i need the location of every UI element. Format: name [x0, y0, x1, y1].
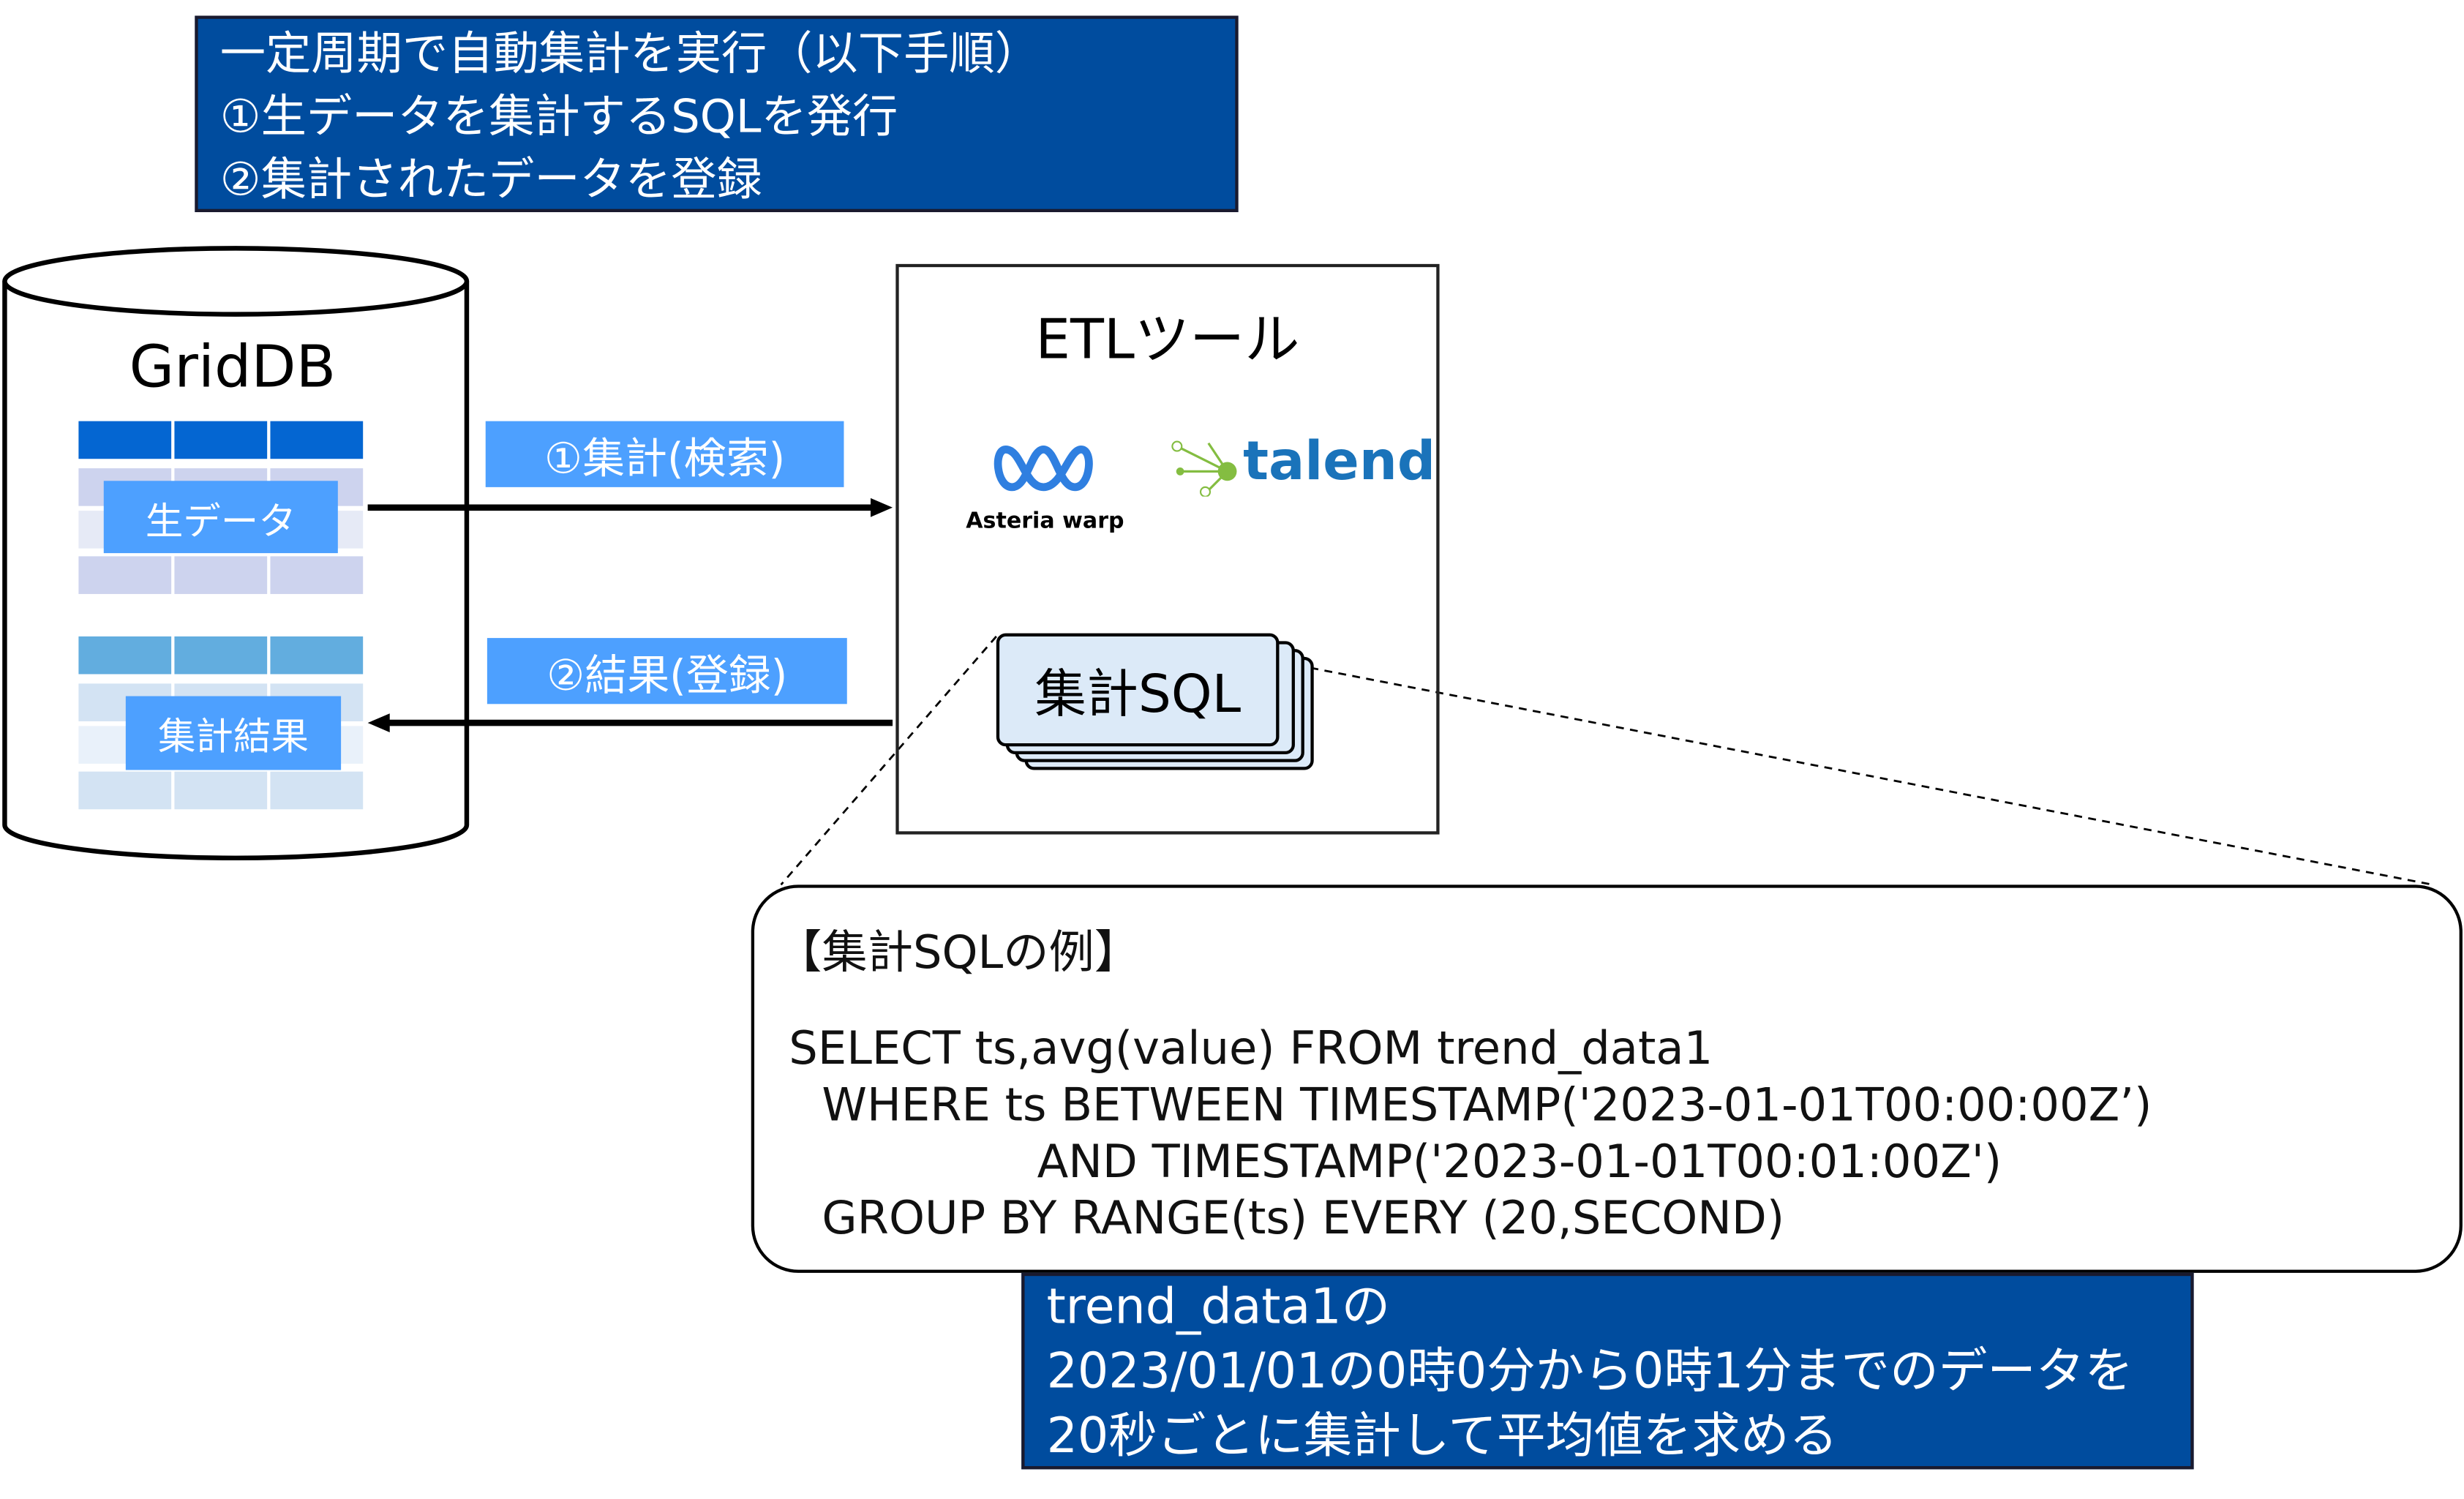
query-flow-label: ①集計(検索) — [485, 421, 844, 487]
note-line: 20秒ごとに集計して平均値を求める — [1046, 1408, 1838, 1465]
sql-card-label: 集計SQL — [996, 633, 1280, 747]
etl-title: ETLツール — [1035, 309, 1300, 373]
sql-line: AND TIMESTAMP('2023-01-01T00:01:00Z') — [1037, 1134, 2002, 1188]
sql-line: WHERE ts BETWEEN TIMESTAMP('2023-01-01T0… — [822, 1078, 2152, 1132]
note-box: trend_data1の 2023/01/01の0時0分から0時1分までのデータ… — [1021, 1272, 2194, 1470]
warp-wave-icon — [994, 445, 1093, 492]
asteria-warp-logo: Asteria warp — [958, 440, 1131, 540]
connector-lines — [367, 497, 2433, 886]
result-label: 集計結果 — [125, 696, 342, 770]
sql-example-callout: 【集計SQLの例】 SELECT ts,avg(value) FROM tren… — [751, 884, 2463, 1273]
register-flow-label: ②結果(登録) — [487, 638, 847, 705]
note-line: 2023/01/01の0時0分から0時1分までのデータを — [1046, 1343, 2134, 1400]
raw-data-label: 生データ — [103, 481, 338, 554]
header-line: ②集計されたデータを登録 — [219, 152, 762, 206]
callout-title: 【集計SQLの例】 — [776, 925, 1141, 980]
note-line: trend_data1の — [1046, 1279, 1391, 1336]
sql-line: GROUP BY RANGE(ts) EVERY (20,SECOND) — [822, 1191, 1785, 1245]
talend-text: talend — [1243, 430, 1436, 494]
sql-card-stack[interactable]: 集計SQL — [996, 633, 1314, 770]
etl-tool-box: ETLツール — [895, 263, 1440, 835]
asteria-warp-text: Asteria warp — [966, 508, 1124, 535]
talend-node-icon — [1171, 440, 1237, 497]
header-line: ①生データを集計するSQLを発行 — [219, 89, 898, 143]
database-title: GridDB — [129, 333, 337, 401]
talend-logo: talend — [1171, 431, 1435, 503]
header-line: 一定周期で自動集計を実行（以下手順） — [219, 26, 1041, 80]
sql-line: SELECT ts,avg(value) FROM trend_data1 — [789, 1021, 1713, 1075]
header-box: 一定周期で自動集計を実行（以下手順） ①生データを集計するSQLを発行 ②集計さ… — [195, 15, 1239, 212]
